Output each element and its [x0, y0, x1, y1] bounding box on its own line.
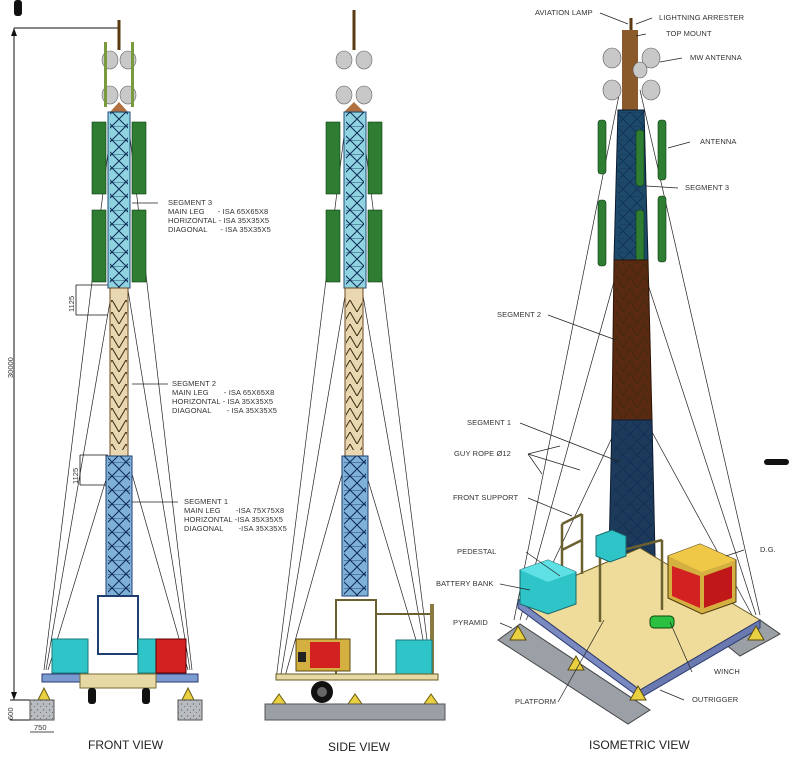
side-view-drawing	[264, 10, 446, 721]
label-guy-rope: GUY ROPE Ø12	[454, 449, 511, 458]
label-outrigger: OUTRIGGER	[692, 695, 739, 704]
label-pyramid: PYRAMID	[453, 618, 488, 627]
segment-2-diagonal: DIAGONAL - ISA 35X35X5	[172, 406, 278, 415]
segment-3-diagonal: DIAGONAL - ISA 35X35X5	[168, 225, 271, 234]
segment-1-horizontal: HORIZONTAL -ISA 35X35X5	[184, 515, 284, 524]
front-view-drawing	[10, 20, 203, 733]
label-segment-1: SEGMENT 1	[467, 418, 512, 427]
dimension-footing-width: 750	[34, 723, 47, 732]
segment-2-main-leg: MAIN LEG - ISA 65X65X8	[172, 388, 275, 397]
label-platform: PLATFORM	[515, 697, 557, 706]
label-segment-2: SEGMENT 2	[497, 310, 542, 319]
edge-marker	[14, 0, 22, 16]
dimension-segment-gap-upper: 1125	[67, 295, 76, 312]
dimension-segment-gap-lower: 1125	[71, 467, 80, 484]
front-view-title: FRONT VIEW	[88, 738, 164, 752]
dimension-total-height: 30000	[6, 357, 15, 378]
label-dg: D.G.	[760, 545, 776, 554]
label-mw-antenna: MW ANTENNA	[690, 53, 742, 62]
label-segment-3: SEGMENT 3	[685, 183, 730, 192]
isometric-view-drawing	[497, 18, 781, 725]
label-top-mount: TOP MOUNT	[666, 29, 712, 38]
segment-1-name: SEGMENT 1	[184, 497, 229, 506]
segment-2-name: SEGMENT 2	[172, 379, 217, 388]
label-lightning-arrester: LIGHTNING ARRESTER	[659, 13, 745, 22]
segment-1-main-leg: MAIN LEG -ISA 75X75X8	[184, 506, 285, 515]
segment-3-name: SEGMENT 3	[168, 198, 213, 207]
dimension-footing-height: 600	[6, 707, 15, 720]
label-winch: WINCH	[714, 667, 740, 676]
label-antenna: ANTENNA	[700, 137, 737, 146]
isometric-view-title: ISOMETRIC VIEW	[589, 738, 690, 752]
segment-3-main-leg: MAIN LEG - ISA 65X65X8	[168, 207, 269, 216]
side-view-title: SIDE VIEW	[328, 740, 391, 754]
edge-marker	[764, 459, 789, 465]
label-pedestal: PEDESTAL	[457, 547, 497, 556]
segment-1-diagonal: DIAGONAL -ISA 35X35X5	[184, 524, 287, 533]
segment-2-horizontal: HORIZONTAL - ISA 35X35X5	[172, 397, 274, 406]
label-front-support: FRONT SUPPORT	[453, 493, 519, 502]
label-aviation-lamp: AVIATION LAMP	[535, 8, 593, 17]
label-battery-bank: BATTERY BANK	[436, 579, 494, 588]
segment-3-horizontal: HORIZONTAL - ISA 35X35X5	[168, 216, 270, 225]
leader-lines	[132, 12, 745, 703]
